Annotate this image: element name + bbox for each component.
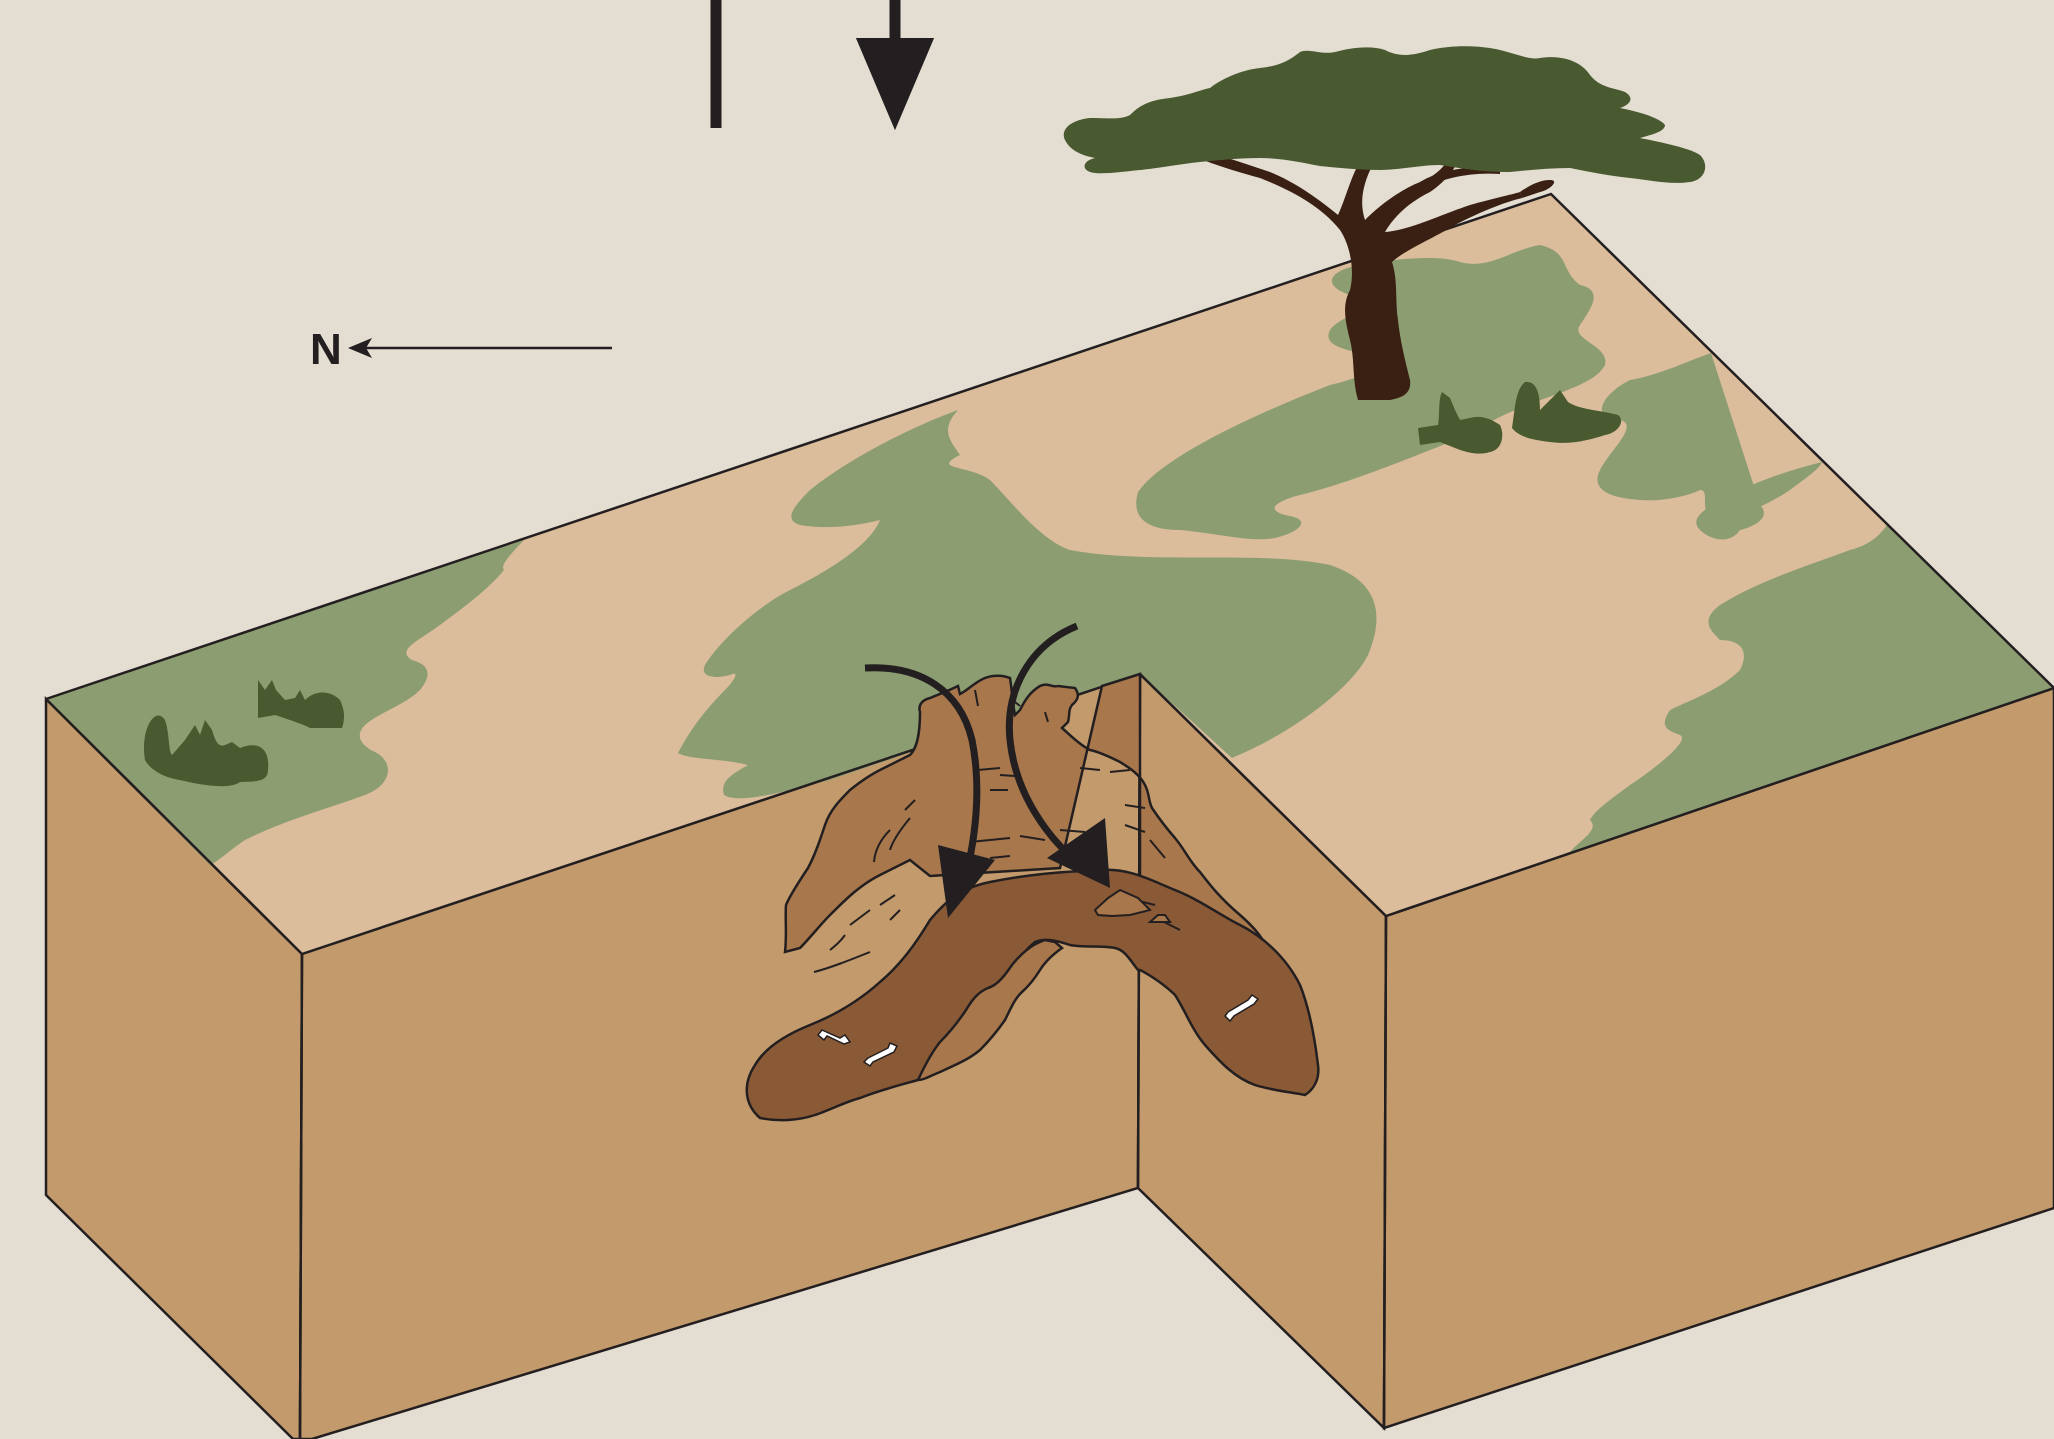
down-arrow-icon bbox=[856, 0, 934, 130]
north-arrow: N bbox=[310, 325, 612, 374]
north-label: N bbox=[310, 325, 342, 374]
